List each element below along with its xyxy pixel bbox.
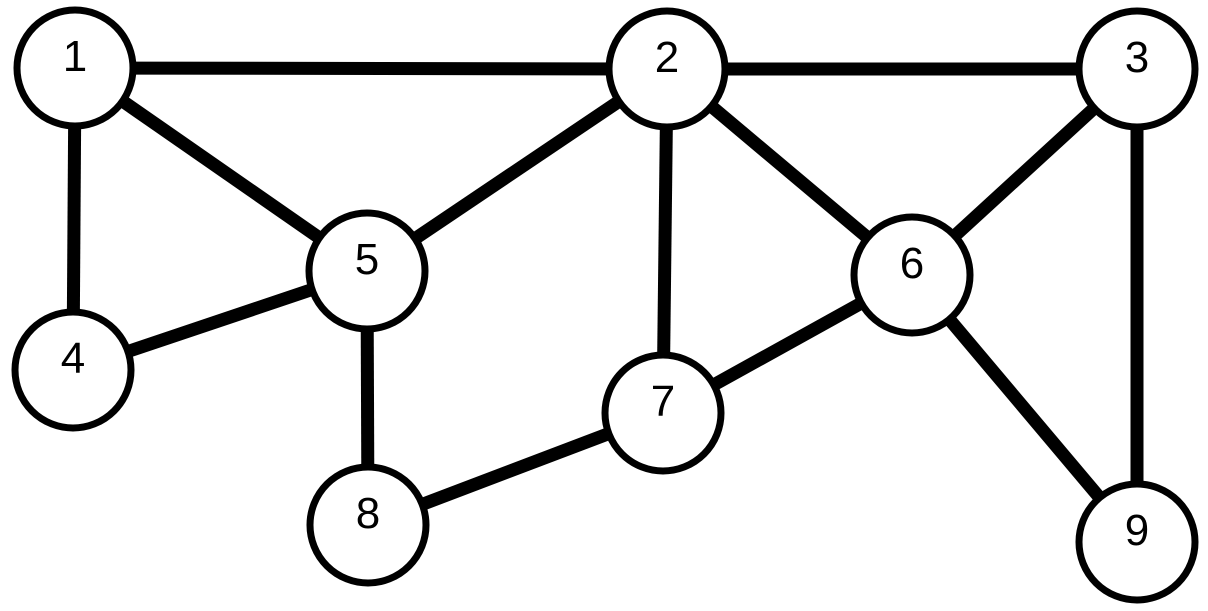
node-circle-9: [1075, 480, 1199, 604]
node-label-2: 2: [655, 33, 679, 82]
edge-1-2: [74, 61, 668, 76]
node-circle-1: [13, 6, 137, 130]
graph-node-9: 9: [1075, 480, 1199, 604]
node-label-3: 3: [1125, 33, 1149, 82]
graph-node-7: 7: [601, 351, 725, 475]
node-label-1: 1: [63, 32, 87, 81]
graph-node-4: 4: [11, 308, 135, 432]
node-circle-6: [850, 213, 974, 337]
graph-node-1: 1: [13, 6, 137, 130]
node-label-7: 7: [651, 377, 675, 426]
node-circle-3: [1075, 7, 1199, 131]
node-label-9: 9: [1125, 506, 1149, 555]
node-circle-5: [305, 209, 429, 333]
graph-node-6: 6: [850, 213, 974, 337]
graph-node-5: 5: [305, 209, 429, 333]
node-circle-4: [11, 308, 135, 432]
graph-node-2: 2: [605, 7, 729, 131]
node-label-8: 8: [356, 489, 380, 538]
graph-node-8: 8: [306, 463, 430, 587]
node-circle-2: [605, 7, 729, 131]
node-circle-7: [601, 351, 725, 475]
node-label-5: 5: [355, 235, 379, 284]
node-circle-8: [306, 463, 430, 587]
node-label-6: 6: [900, 239, 924, 288]
graph-node-3: 3: [1075, 7, 1199, 131]
node-label-4: 4: [61, 334, 85, 383]
